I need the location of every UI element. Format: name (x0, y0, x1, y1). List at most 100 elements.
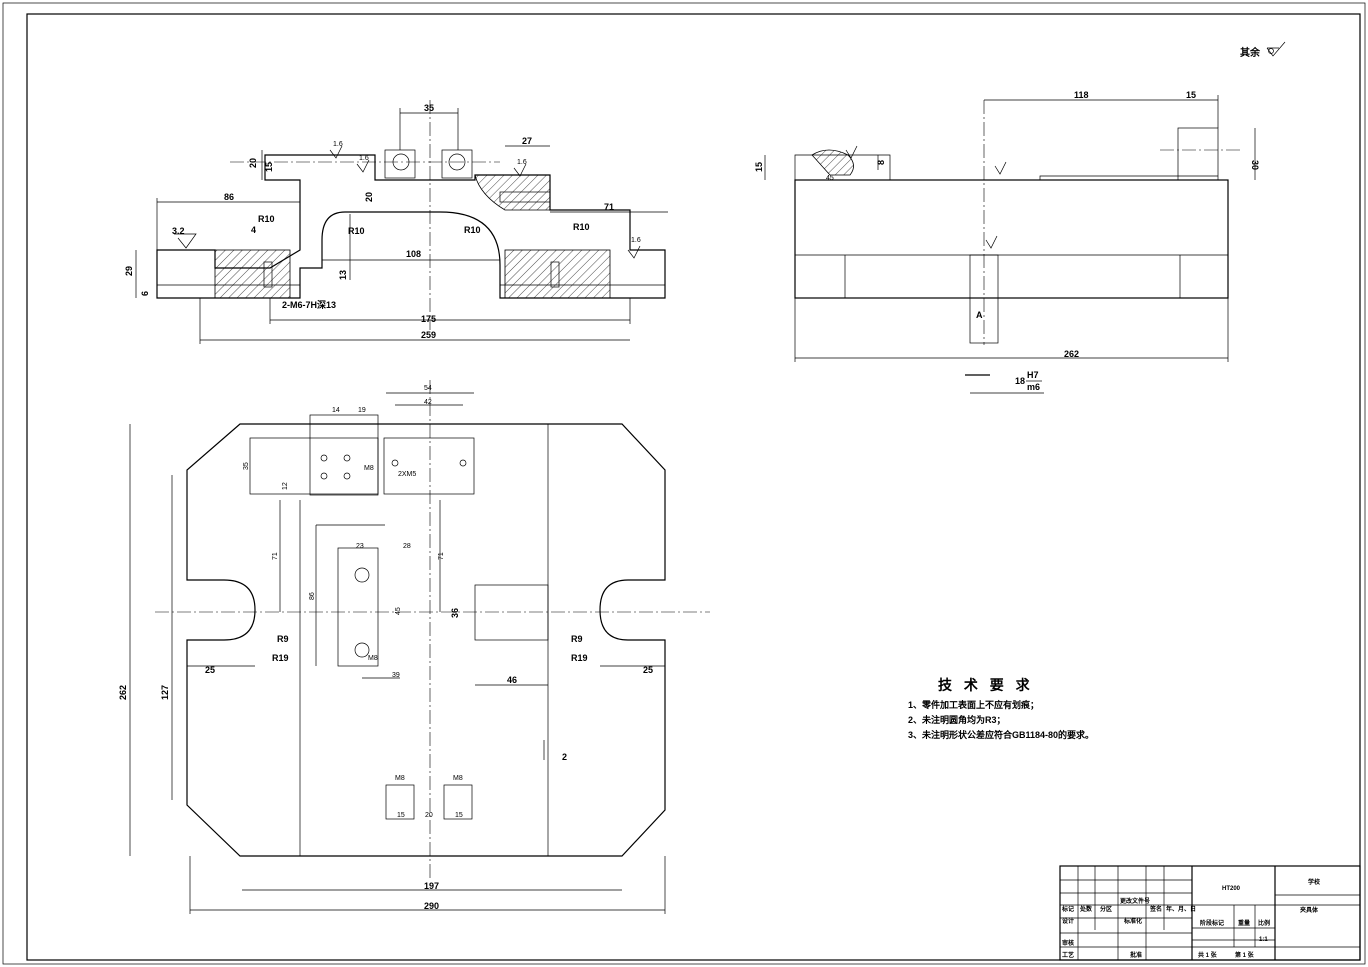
top-dim-46: 46 (507, 675, 517, 685)
side-dim-15b: 15 (754, 162, 764, 172)
dim-175: 175 (421, 314, 436, 324)
top-dim-35: 35 (243, 462, 250, 470)
top-dim-r19b: R19 (571, 653, 588, 663)
dim-29: 29 (124, 266, 134, 276)
tb-sheet-no: 第 1 张 (1234, 951, 1255, 959)
top-dim-86: 86 (309, 592, 316, 600)
top-slot (474, 584, 549, 641)
tb-header-4: 签名 (1149, 905, 1162, 913)
dim-4: 4 (251, 225, 256, 235)
top-dim-19: 19 (358, 407, 366, 414)
tapped-hole-right (550, 261, 560, 288)
top-dim-54: 54 (424, 385, 432, 392)
tb-stage-mark: 阶段标记 (1200, 919, 1224, 927)
dim-27: 27 (522, 136, 532, 146)
front-view: 35 27 20 15 20 86 71 R10 R10 R10 R10 4 3… (124, 100, 668, 344)
fit-lower: m6 (1027, 382, 1040, 392)
side-dim-15a: 15 (1186, 90, 1196, 100)
locating-plate (249, 437, 379, 495)
top-dim-r9a: R9 (277, 634, 289, 644)
dim-86: 86 (224, 192, 234, 202)
dim-259: 259 (421, 330, 436, 340)
side-dim-118: 118 (1074, 90, 1089, 100)
top-dim-262: 262 (118, 685, 128, 700)
tb-header-0: 标记 (1061, 905, 1074, 913)
top-dim-2xm5: 2XM5 (398, 471, 416, 478)
dim-108: 108 (406, 249, 421, 259)
tech-item-3: 3、未注明形状公差应符合GB1184-80的要求。 (908, 729, 1094, 740)
side-hole (499, 191, 551, 203)
section-label: A (976, 310, 983, 320)
top-dim-25a: 25 (205, 665, 215, 675)
side-dim-30: 30 (1250, 160, 1260, 170)
tb-total-sheets: 共 1 张 (1198, 951, 1218, 959)
title-block: HT200 学校 夹具体 1:1 标记 处数 分区 更改文件号 签名 年、月、日… (1059, 865, 1361, 961)
support-block (337, 547, 379, 667)
top-dim-127: 127 (160, 685, 170, 700)
top-dim-15a: 15 (397, 812, 405, 819)
fit-size: 18 (1015, 376, 1025, 386)
side-view: 118 15 30 15 8 262 18 H7 m6 A 45 (754, 90, 1260, 394)
top-dim-r9b: R9 (571, 634, 583, 644)
top-dim-39: 39 (392, 672, 400, 679)
roughness-value: 1.6 (333, 141, 343, 148)
pin-block-right (441, 149, 473, 179)
dim-71: 71 (604, 202, 614, 212)
top-dim-25b: 25 (643, 665, 653, 675)
top-dim-20: 20 (425, 812, 433, 819)
top-dim-290: 290 (424, 901, 439, 911)
tech-item-1: 1、零件加工表面上不应有划痕； (908, 699, 1039, 711)
roughness-value: 1.6 (631, 237, 641, 244)
stud-left (385, 784, 415, 820)
side-dim-45: 45 (826, 175, 834, 182)
roughness-icon (513, 163, 527, 177)
pin-hole-right (448, 153, 466, 171)
top-dim-m8a: M8 (364, 465, 374, 472)
top-dim-28: 28 (403, 543, 411, 550)
roughness-symbol-icon (1266, 41, 1286, 57)
roughness-icon (845, 145, 858, 159)
tb-material: HT200 (1222, 886, 1241, 892)
top-dim-71b: 71 (438, 552, 445, 560)
general-roughness-note: 其余 (1240, 41, 1286, 59)
side-dim-262: 262 (1064, 349, 1079, 359)
tapped-hole-left (263, 261, 273, 288)
dim-r10a: R10 (258, 214, 275, 224)
dim-6: 6 (140, 291, 150, 296)
tb-header-2: 分区 (1100, 905, 1112, 913)
top-dim-14: 14 (332, 407, 340, 414)
roughness-3-2-icon (174, 233, 197, 249)
top-dim-m8d: M8 (453, 775, 463, 782)
top-dim-15b: 15 (455, 812, 463, 819)
tb-standardize: 标准化 (1123, 917, 1142, 925)
dim-r10d: R10 (573, 222, 590, 232)
top-dim-r19a: R19 (272, 653, 289, 663)
clamp-plate (383, 437, 475, 495)
roughness-icon (356, 159, 370, 173)
top-dim-12: 12 (282, 482, 289, 490)
tb-header-1: 处数 (1079, 905, 1093, 913)
technical-requirements: 技 术 要 求 1、零件加工表面上不应有划痕； 2、未注明圆角均为R3； 3、未… (908, 677, 1094, 740)
tb-header-5: 年、月、日 (1166, 905, 1196, 913)
roughness-value: 1.6 (359, 155, 369, 162)
side-section-detail (811, 149, 854, 176)
roughness-icon (994, 161, 1007, 175)
dim-r10c: R10 (464, 225, 481, 235)
tb-part-name: 夹具体 (1300, 906, 1319, 914)
front-outline (156, 154, 666, 299)
dim-20a: 20 (248, 158, 258, 168)
tb-review: 审核 (1062, 939, 1074, 947)
tb-design: 设计 (1062, 917, 1074, 925)
side-dim-8: 8 (876, 160, 886, 165)
roughness-circle-icon (1268, 48, 1274, 54)
tb-header-3: 更改文件号 (1120, 897, 1150, 905)
tb-ratio: 比例 (1258, 919, 1270, 927)
inner-border (26, 13, 1361, 961)
top-dim-m8b: M8 (368, 655, 378, 662)
top-dim-71a: 71 (272, 552, 279, 560)
tech-title: 技 术 要 求 (938, 677, 1034, 693)
dim-r10b: R10 (348, 226, 365, 236)
roughness-value: 1.6 (517, 159, 527, 166)
